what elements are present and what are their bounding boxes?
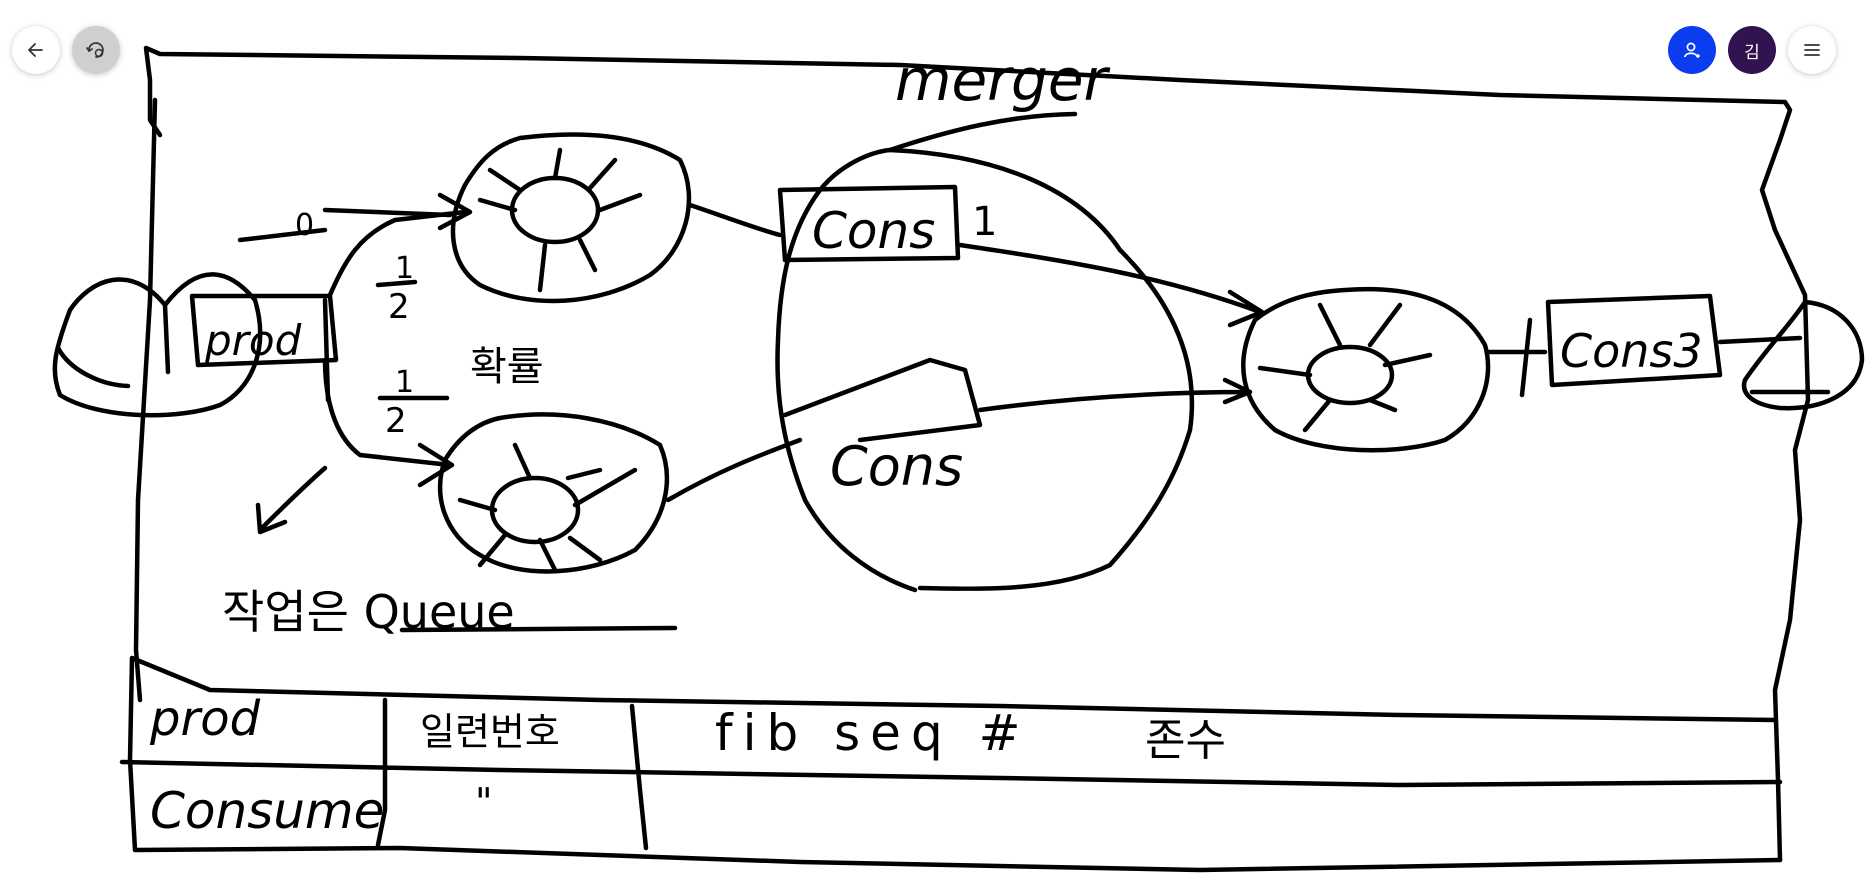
cons-top-number: 1 [972, 199, 997, 245]
fraction-top-numerator: 1 [395, 251, 414, 286]
back-button[interactable] [12, 26, 60, 74]
right-node-core [1305, 344, 1395, 406]
add-user-icon [1684, 42, 1700, 58]
arrow-left-icon [28, 43, 43, 57]
queue-underline [399, 625, 678, 633]
exit-blob [1741, 299, 1865, 411]
edge-bottom-node-to-cons [665, 437, 803, 503]
edge-right-node-to-cons3 [1485, 317, 1548, 398]
bottom-node-core [489, 475, 581, 545]
table-row2-col2: " [475, 780, 492, 824]
merger-underline [887, 111, 1078, 153]
fraction-bottom-numerator: 1 [395, 365, 414, 400]
cons3-box [1545, 293, 1723, 388]
refresh-clock-icon [86, 42, 104, 58]
table-row1-col1: prod [149, 691, 261, 747]
source-stroke [55, 345, 131, 389]
share-button[interactable] [1668, 26, 1716, 74]
arrow-cons-top-to-right-node [957, 242, 1265, 328]
fraction-top-bar [375, 279, 418, 288]
cons-top-label: Cons [812, 202, 935, 260]
prod-box [189, 293, 339, 368]
user-avatar[interactable]: 김 [1728, 26, 1776, 74]
arrow-to-bottom-node [322, 357, 455, 488]
arrow-top-tail [322, 207, 453, 218]
cons-bottom-box [782, 357, 983, 443]
cons-bottom-label: Cons [830, 435, 963, 498]
avatar-initial: 김 [1744, 42, 1760, 63]
fraction-top-denominator: 2 [388, 287, 410, 327]
table-row1-col3b: 존수 [1145, 715, 1226, 766]
arrow-to-queue [255, 465, 328, 535]
table-row1-col3a: fib seq # [715, 704, 1030, 762]
top-node [450, 132, 692, 304]
table-row2-col1: Consume [150, 782, 384, 840]
menu-button[interactable] [1788, 26, 1836, 74]
cons3-label: Cons3 [1560, 324, 1703, 378]
right-node-spokes [1257, 302, 1433, 433]
edge-top-node-to-cons [687, 202, 783, 238]
top-node-core [509, 175, 601, 245]
prod-label: prod [204, 316, 302, 365]
top-node-spokes [477, 147, 643, 293]
arrow-cons-bottom-to-right-node [977, 377, 1253, 413]
zero-label: 0 [295, 208, 314, 243]
merger-frame [133, 45, 1811, 863]
merger-label: merger [895, 46, 1111, 114]
cons-top-box [777, 184, 961, 263]
bottom-node-spokes [457, 442, 638, 573]
source-blob [52, 272, 263, 418]
hamburger-menu-icon [1804, 44, 1820, 56]
merger-circle [775, 147, 1195, 593]
table-grid [119, 655, 1783, 873]
probability-label: 확률 [470, 344, 544, 390]
arrow-to-top-node [327, 192, 473, 298]
arrow-top-tail [237, 227, 328, 243]
bottom-node [437, 412, 670, 574]
edge-cons3-to-exit [1717, 335, 1803, 345]
history-button[interactable] [72, 26, 120, 74]
table-row1-col2: 일련번호 [420, 710, 560, 754]
fraction-bottom-denominator: 2 [385, 401, 407, 441]
right-node [1241, 286, 1491, 453]
